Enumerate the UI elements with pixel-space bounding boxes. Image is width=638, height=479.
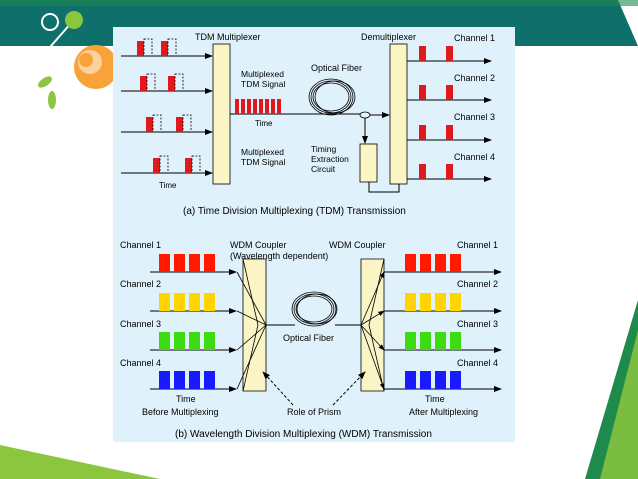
wdm-time-left: Time [176, 394, 196, 404]
tdm-mux-signal-line2: TDM Signal [241, 79, 286, 89]
wdm-prism-label: Role of Prism [287, 407, 341, 417]
tdm-output-channel-3: Channel 3 [454, 112, 495, 122]
wdm-right-yellow-pulses [405, 293, 461, 311]
tdm-demultiplexer-box [389, 43, 408, 185]
wdm-left-blue-pulses [159, 371, 215, 389]
tdm-multiplexed-signal-label-bottom: Multiplexed TDM Signal [241, 147, 286, 167]
wdm-right-channel-4: Channel 4 [457, 358, 498, 368]
tdm-input-pulses [137, 38, 201, 174]
wdm-right-channel-2: Channel 2 [457, 279, 498, 289]
wdm-left-channel-2: Channel 2 [120, 279, 161, 289]
tdm-mux-signal-b-line1: Multiplexed [241, 147, 284, 157]
tdm-signal-time-label: Time [255, 119, 273, 128]
wdm-coupler-line2: (Wavelength dependent) [230, 251, 328, 261]
timing-extraction-label: Timing Extraction Circuit [311, 144, 351, 174]
wdm-left-prism-lines [236, 258, 267, 392]
wdm-right-channel-3: Channel 3 [457, 319, 498, 329]
wdm-time-right: Time [425, 394, 445, 404]
wdm-before-label: Before Multiplexing [142, 407, 219, 417]
logo-decoration [7, 11, 118, 109]
wdm-left-coupler-label: WDM Coupler (Wavelength dependent) [230, 240, 328, 261]
tdm-output-channel-2: Channel 2 [454, 73, 495, 83]
multiplexing-diagram: TDM Multiplexer Demultiplexer [113, 27, 515, 442]
tdm-demux-label: Demultiplexer [361, 32, 416, 42]
tdm-section: TDM Multiplexer Demultiplexer [121, 32, 495, 217]
wdm-optical-fiber-label: Optical Fiber [283, 333, 334, 343]
tdm-output-channel-1: Channel 1 [454, 33, 495, 43]
wdm-left-green-pulses [159, 332, 215, 350]
wdm-left-channel-3: Channel 3 [120, 319, 161, 329]
wdm-caption: (b) Wavelength Division Multiplexing (WD… [175, 429, 432, 440]
wdm-right-coupler-box [360, 258, 385, 392]
timing-line3: Circuit [311, 164, 336, 174]
top-teal-highlight [0, 0, 638, 6]
tdm-output-channel-4: Channel 4 [454, 152, 495, 162]
wdm-right-prism-lines [360, 258, 385, 392]
wdm-left-channel-4: Channel 4 [120, 358, 161, 368]
wdm-section: WDM Coupler (Wavelength dependent) WDM C… [120, 240, 502, 440]
bottom-right-lime-triangle [600, 330, 638, 479]
bottom-green-triangle [0, 445, 160, 479]
wdm-prism-arrows [262, 371, 366, 406]
wdm-coupler-line1: WDM Coupler [230, 240, 287, 250]
wdm-left-channel-1: Channel 1 [120, 240, 161, 250]
wdm-right-red-pulses [405, 254, 461, 272]
wdm-after-label: After Multiplexing [409, 407, 478, 417]
tdm-multiplexed-pulses [235, 99, 281, 114]
wdm-left-coupler-box [242, 258, 267, 392]
wdm-left-red-pulses [159, 254, 215, 272]
wdm-right-green-pulses [405, 332, 461, 350]
timing-line1: Timing [311, 144, 336, 154]
wdm-right-blue-pulses [405, 371, 461, 389]
tdm-mux-signal-line1: Multiplexed [241, 69, 284, 79]
timing-extraction-box [359, 143, 378, 183]
tdm-multiplexed-signal-label-top: Multiplexed TDM Signal [241, 69, 286, 89]
tdm-output-pulses [419, 46, 453, 179]
tdm-caption: (a) Time Division Multiplexing (TDM) Tra… [183, 206, 406, 217]
wdm-right-coupler-label: WDM Coupler [329, 240, 386, 250]
tdm-mux-signal-b-line2: TDM Signal [241, 157, 286, 167]
tdm-fiber-coil [308, 78, 356, 116]
tdm-optical-fiber-label: Optical Fiber [311, 63, 362, 73]
wdm-right-channel-1: Channel 1 [457, 240, 498, 250]
wdm-left-yellow-pulses [159, 293, 215, 311]
tdm-mux-label: TDM Multiplexer [195, 32, 261, 42]
timing-line2: Extraction [311, 154, 349, 164]
tdm-input-time-label: Time [159, 181, 177, 190]
tdm-multiplexer-box [212, 43, 231, 185]
wdm-fiber-coil [291, 291, 338, 327]
